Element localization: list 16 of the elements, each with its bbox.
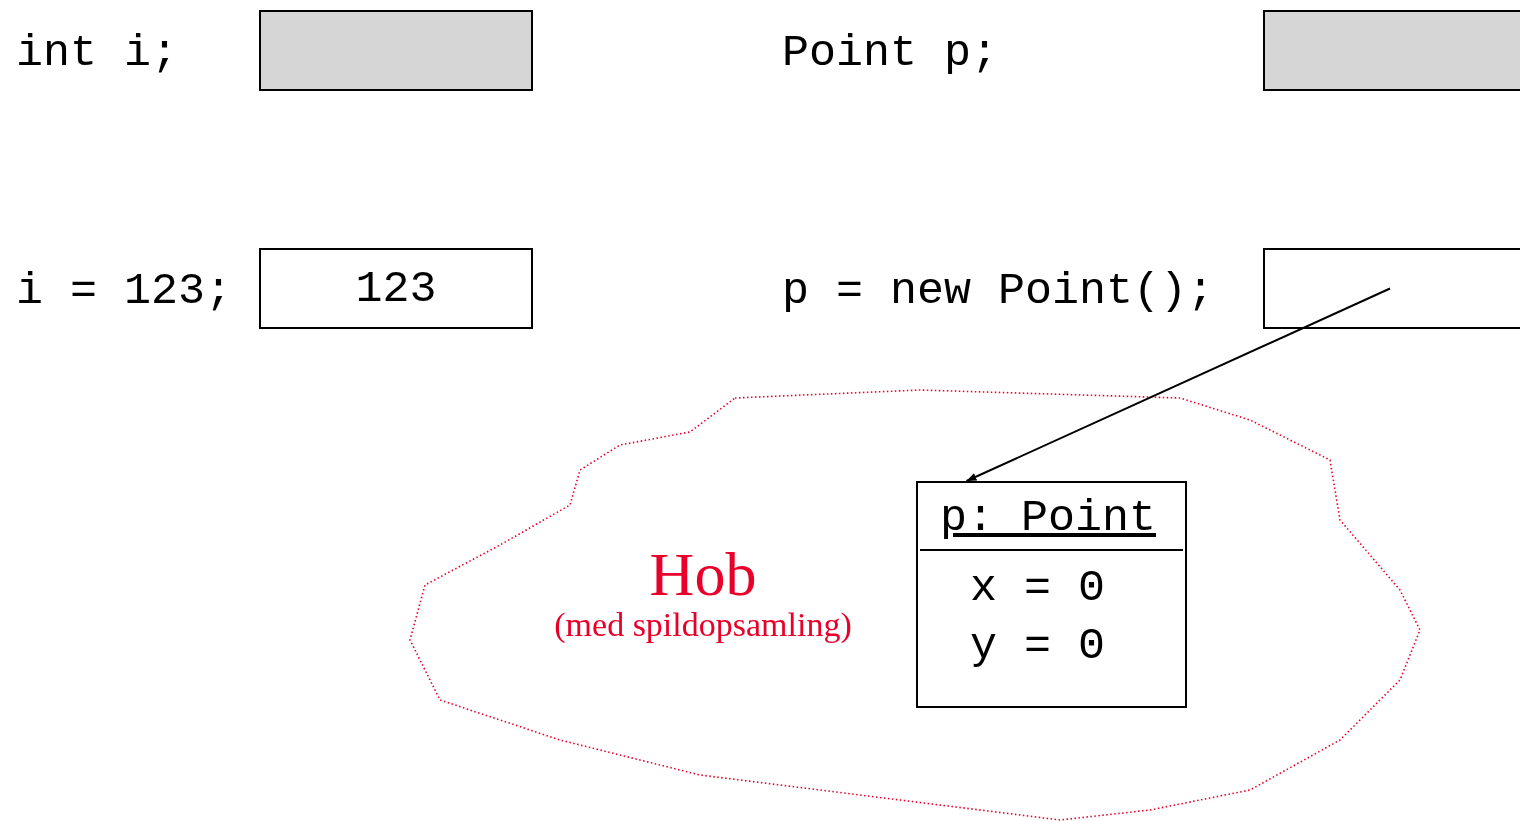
object-box bbox=[916, 481, 1187, 708]
variable-box bbox=[259, 10, 533, 91]
object-name: p: Point bbox=[940, 497, 1157, 541]
heap-subtitle: (med spildopsamling) bbox=[553, 605, 853, 645]
code-statement: Point p; bbox=[782, 27, 999, 81]
code-statement: p = new Point(); bbox=[782, 265, 1215, 319]
field-value: x = 0 bbox=[970, 567, 1106, 611]
code-statement: int i; bbox=[16, 27, 179, 81]
variable-box bbox=[259, 248, 533, 329]
pointer-arrow bbox=[965, 287, 1391, 482]
variable-box bbox=[1263, 248, 1520, 329]
variable-value: 123 bbox=[354, 268, 438, 312]
code-statement: i = 123; bbox=[16, 265, 233, 319]
heap-title: Hob bbox=[648, 543, 758, 605]
field-value: y = 0 bbox=[970, 625, 1106, 669]
variable-box bbox=[1263, 10, 1520, 91]
